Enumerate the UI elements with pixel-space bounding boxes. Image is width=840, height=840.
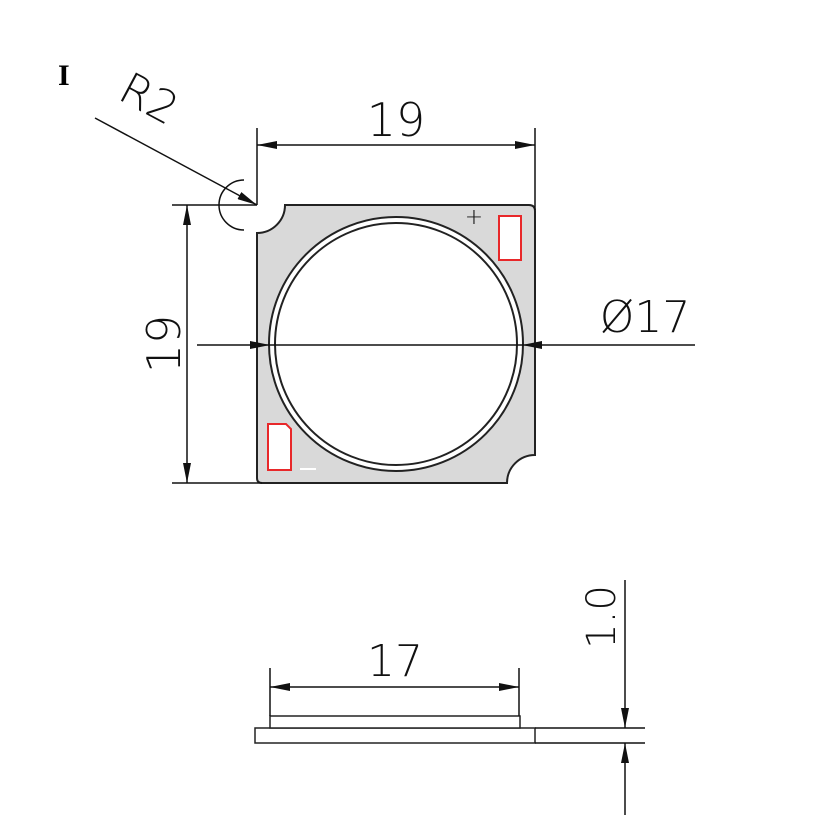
- side-view: [254, 715, 536, 744]
- thickness-label: 1.0: [579, 585, 625, 649]
- width-dimension: [256, 128, 536, 210]
- diameter-label: Ø17: [600, 292, 691, 343]
- width-label: 19: [367, 93, 426, 147]
- top-view: +: [256, 204, 536, 484]
- positive-pad: [498, 215, 522, 261]
- height-dimension: [172, 204, 262, 484]
- heading-fragment: I: [58, 59, 70, 92]
- radius-label: R2: [111, 63, 187, 136]
- radius-leader: [94, 117, 258, 231]
- emitter-width-label: 17: [367, 636, 423, 687]
- polarity-mark: +: [465, 205, 483, 230]
- thickness-dimension: [535, 580, 645, 815]
- negative-pad: [267, 423, 292, 471]
- emitter-inner-ring: [274, 222, 518, 466]
- height-label: 19: [137, 315, 191, 374]
- side-substrate: [254, 727, 536, 744]
- side-emitter: [269, 715, 521, 729]
- emitter-width-dimension: [269, 668, 520, 716]
